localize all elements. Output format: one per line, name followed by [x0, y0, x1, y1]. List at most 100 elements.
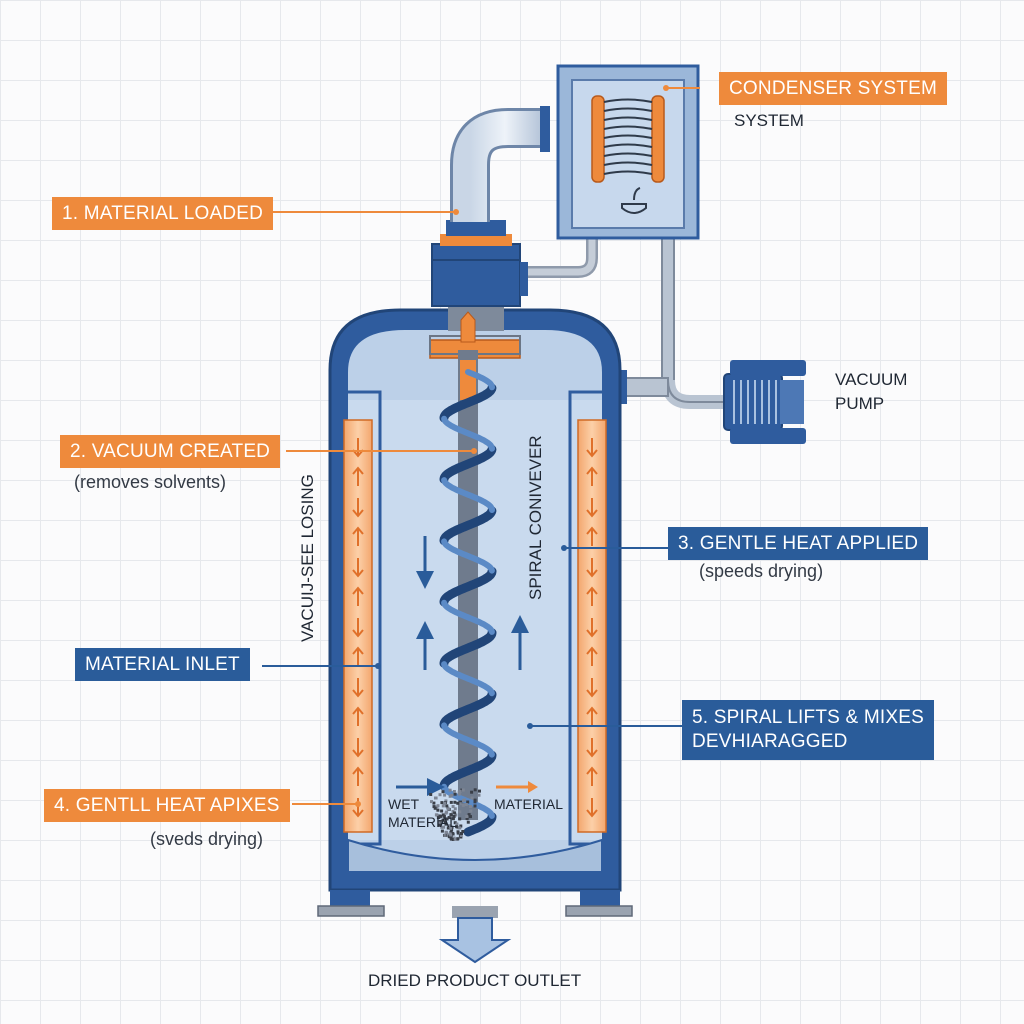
- material-particle: [446, 826, 450, 830]
- material-particle: [441, 790, 445, 794]
- heat-arrow-head: [352, 569, 364, 578]
- material-particle: [449, 835, 453, 839]
- step4-label: 4. GENTLL HEAT APIXES: [44, 789, 290, 822]
- heat-arrow-head: [352, 689, 364, 698]
- material-particle: [457, 790, 461, 794]
- material-particle: [436, 808, 440, 812]
- material-particle: [449, 800, 453, 804]
- coil-line: [603, 170, 653, 175]
- material-particle: [443, 793, 447, 797]
- coil-line: [603, 143, 653, 148]
- material-particle: [436, 804, 440, 808]
- coil-line: [603, 98, 653, 103]
- top-inlet-flange: [429, 220, 521, 359]
- material-particle: [432, 801, 436, 805]
- wet-material-label: WET MATERIAL: [388, 796, 457, 830]
- coil-line: [603, 134, 653, 139]
- material-particle: [449, 826, 453, 830]
- material-particle: [462, 799, 465, 802]
- material-particle: [453, 821, 457, 825]
- material-particle: [459, 800, 463, 804]
- material-particle: [444, 822, 448, 826]
- material-particle: [470, 796, 474, 800]
- material-particle: [453, 811, 457, 815]
- material-particle: [477, 793, 481, 797]
- material-particle: [451, 805, 455, 808]
- material-particle: [430, 800, 433, 804]
- step1-label: 1. MATERIAL LOADED: [52, 197, 274, 230]
- material-particle: [473, 798, 477, 802]
- material-particle: [451, 810, 455, 813]
- heat-arrow-head: [352, 509, 364, 518]
- heat-arrow-head: [586, 629, 598, 638]
- material-particle: [442, 825, 446, 829]
- material-particle: [454, 813, 458, 817]
- material-particle: [429, 793, 433, 796]
- material-particle: [444, 811, 448, 815]
- vacuum-vessel-vertical-label: VACUIJ-SEE LOSING: [298, 474, 317, 642]
- material-particle: [456, 831, 460, 835]
- material-particle: [459, 834, 463, 837]
- material-particle: [465, 817, 469, 821]
- spiral-conveyor-vertical-label: SPIRAL CONIVEVER: [526, 435, 545, 600]
- heat-arrow-head: [586, 569, 598, 578]
- condenser-sub-label: SYSTEM: [734, 111, 804, 130]
- material-particle: [466, 820, 470, 824]
- material-particle: [464, 803, 468, 806]
- material-particle: [452, 815, 456, 818]
- material-particle: [465, 815, 469, 818]
- material-particle: [466, 800, 470, 804]
- material-particle: [434, 796, 438, 800]
- material-particle: [458, 802, 462, 806]
- material-particle: [456, 801, 460, 805]
- heat-arrow-head: [352, 766, 364, 775]
- heat-arrow-head: [352, 526, 364, 535]
- heat-arrow-head: [352, 706, 364, 715]
- material-particle: [445, 804, 449, 808]
- material-particle: [459, 824, 463, 828]
- material-particle: [446, 806, 450, 810]
- step2-note: (removes solvents): [74, 472, 227, 492]
- material-particle: [473, 800, 477, 804]
- heat-arrow-head: [586, 749, 598, 758]
- material-particle: [448, 788, 452, 792]
- heat-arrow-head: [586, 689, 598, 698]
- heat-arrow-head: [352, 749, 364, 758]
- material-particle: [448, 794, 452, 798]
- material-particle: [443, 801, 447, 805]
- leader-lines: [262, 85, 700, 807]
- material-particle: [453, 807, 457, 811]
- heat-arrow-head: [586, 766, 598, 775]
- coil-line: [603, 107, 653, 112]
- material-particle: [440, 829, 444, 833]
- coil-line: [603, 125, 653, 130]
- material-particle: [445, 817, 449, 821]
- heat-arrow-head: [352, 586, 364, 595]
- material-particle: [447, 816, 451, 819]
- material-particle: [433, 806, 437, 810]
- material-label: MATERIAL: [494, 796, 563, 812]
- wet-material-pile: [429, 788, 481, 841]
- material-particle: [437, 821, 441, 825]
- material-particle: [441, 818, 445, 822]
- material-particle: [442, 814, 446, 818]
- material-particle: [444, 833, 448, 837]
- step5-label: 5. SPIRAL LIFTS & MIXES DEVHIARAGGED: [682, 700, 934, 760]
- material-particle: [447, 824, 451, 828]
- material-particle: [469, 809, 473, 813]
- heat-arrow-head: [586, 586, 598, 595]
- outlet-arrow-icon: [438, 906, 512, 964]
- material-particle: [438, 823, 441, 827]
- material-particle: [458, 817, 462, 821]
- material-particle: [451, 817, 455, 821]
- material-particle: [469, 815, 472, 819]
- material-particle: [443, 820, 447, 824]
- material-particle: [436, 816, 440, 819]
- material-particle: [453, 800, 457, 804]
- material-particle: [449, 815, 453, 819]
- material-particle: [453, 792, 457, 796]
- material-particle: [458, 826, 462, 830]
- heat-arrow-head: [586, 466, 598, 475]
- material-particle: [473, 788, 477, 792]
